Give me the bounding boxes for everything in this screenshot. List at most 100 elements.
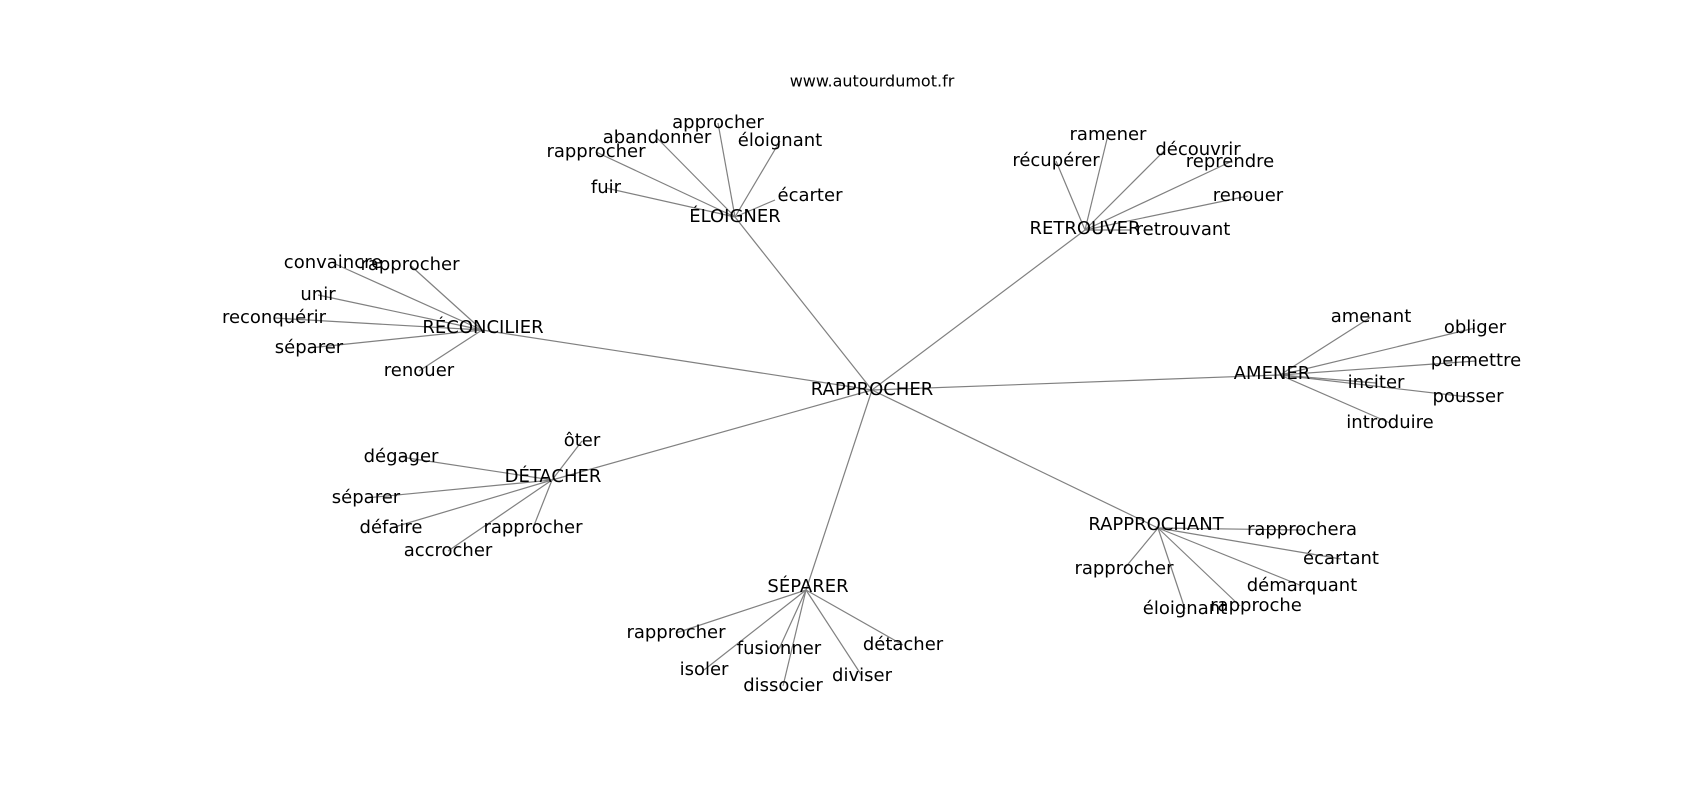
leaf-node-eloigner-approcher[interactable]: approcher [672, 112, 764, 133]
edge-retrouver-ramener [1084, 134, 1109, 231]
edge-rapprochant-rapprocher [1123, 527, 1159, 570]
edge-reconcilier-separer [308, 329, 483, 349]
edge-center-rapprochant [871, 389, 1159, 529]
edge-retrouver-renouer [1084, 195, 1249, 231]
edge-eloigner-ecarter [734, 199, 776, 218]
leaf-node-separer-dissocier[interactable]: dissocier [743, 675, 823, 696]
labels: www.autourdumot.fr RAPPROCHER ÉLOIGNER ap… [222, 72, 1521, 697]
group-node-retrouver[interactable]: RETROUVER [1030, 218, 1141, 239]
leaf-node-rapprochant-demarquant[interactable]: démarquant [1247, 575, 1357, 596]
leaf-node-reconcilier-convaincre[interactable]: convaincre [284, 252, 382, 273]
leaf-node-eloigner-ecarter[interactable]: écarter [778, 185, 844, 206]
leaf-node-amener-inciter[interactable]: inciter [1348, 372, 1405, 393]
edge-eloigner-eloignant [734, 140, 781, 218]
edge-eloigner-rapprocher [595, 151, 736, 218]
leaf-node-eloigner-fuir[interactable]: fuir [591, 177, 622, 198]
edge-detacher-accrocher [447, 479, 553, 552]
edge-separer-dissocier [782, 589, 807, 687]
edge-separer-diviser [805, 589, 863, 677]
edge-rapprochant-eloignant [1157, 527, 1186, 610]
edge-separer-rapprocher [675, 589, 807, 634]
edge-rapprochant-rapprochera [1157, 527, 1303, 531]
leaf-node-rapprochant-rapprochera[interactable]: rapprochera [1247, 519, 1357, 540]
edge-separer-detacher [805, 589, 904, 646]
edge-eloigner-approcher [717, 122, 736, 218]
edge-detacher-rapprocher [532, 479, 553, 529]
leaf-node-reconcilier-rapprocher[interactable]: rapprocher [360, 254, 460, 275]
leaf-node-detacher-degager[interactable]: dégager [364, 446, 439, 467]
leaf-node-detacher-accrocher[interactable]: accrocher [404, 540, 493, 561]
leaf-node-retrouver-retrouvant[interactable]: retrouvant [1136, 219, 1231, 240]
edge-eloigner-abandonner [656, 137, 736, 218]
edge-rapprochant-demarquant [1157, 527, 1303, 587]
leaf-node-separer-diviser[interactable]: diviser [832, 665, 893, 686]
leaf-node-retrouver-reprendre[interactable]: reprendre [1186, 151, 1275, 172]
leaf-node-rapprochant-rapprocher[interactable]: rapprocher [1074, 558, 1174, 579]
edge-amener-amenant [1279, 316, 1372, 376]
leaf-node-rapprochant-ecartant[interactable]: écartant [1303, 548, 1379, 569]
edge-center-separer [805, 389, 873, 591]
center-node: RAPPROCHER [811, 379, 933, 400]
edge-separer-isoler [703, 589, 807, 671]
leaf-node-rapprochant-eloignant[interactable]: éloignant [1143, 598, 1227, 619]
group-node-detacher[interactable]: DÉTACHER [505, 465, 602, 487]
leaf-node-eloigner-rapprocher[interactable]: rapprocher [546, 141, 646, 162]
edge-retrouver-recuperer [1055, 160, 1086, 231]
leaf-node-detacher-rapprocher[interactable]: rapprocher [483, 517, 583, 538]
leaf-node-rapprochant-rapproche[interactable]: rapproche [1210, 595, 1302, 616]
edge-reconcilier-reconquerir [273, 317, 483, 331]
edge-center-retrouver [871, 229, 1086, 391]
group-node-eloigner[interactable]: ÉLOIGNER [689, 205, 781, 227]
edge-detacher-oter [551, 440, 583, 481]
edge-amener-permettre [1279, 360, 1477, 376]
edge-rapprochant-ecartant [1157, 527, 1342, 560]
edge-separer-fusionner [778, 589, 807, 650]
edge-eloigner-fuir [605, 187, 736, 218]
edge-center-reconcilier [481, 329, 873, 391]
leaf-node-retrouver-decouvrir[interactable]: découvrir [1155, 139, 1241, 160]
leaf-node-detacher-defaire[interactable]: défaire [360, 517, 423, 538]
edge-center-detacher [551, 389, 873, 481]
edge-detacher-separer [365, 479, 553, 499]
group-node-rapprochant[interactable]: RAPPROCHANT [1088, 514, 1224, 535]
leaf-node-retrouver-renouer[interactable]: renouer [1213, 185, 1284, 206]
leaf-node-amener-obliger[interactable]: obliger [1444, 317, 1507, 338]
leaf-node-amener-permettre[interactable]: permettre [1431, 350, 1521, 371]
leaf-node-eloigner-eloignant[interactable]: éloignant [738, 130, 822, 151]
leaf-node-separer-rapprocher[interactable]: rapprocher [626, 622, 726, 643]
group-node-separer[interactable]: SÉPARER [767, 575, 848, 597]
leaf-node-detacher-separer[interactable]: séparer [332, 487, 401, 508]
leaf-node-reconcilier-reconquerir[interactable]: reconquérir [222, 307, 327, 328]
site-url[interactable]: www.autourdumot.fr [790, 72, 955, 91]
edge-reconcilier-renouer [418, 329, 483, 372]
leaf-node-retrouver-ramener[interactable]: ramener [1070, 124, 1148, 145]
leaf-node-retrouver-recuperer[interactable]: récupérer [1012, 150, 1100, 171]
leaf-node-reconcilier-renouer[interactable]: renouer [384, 360, 455, 381]
edge-reconcilier-unir [317, 294, 483, 331]
leaf-node-detacher-oter[interactable]: ôter [564, 430, 601, 451]
leaf-node-separer-fusionner[interactable]: fusionner [737, 638, 822, 659]
leaf-node-reconcilier-unir[interactable]: unir [300, 284, 336, 305]
edge-detacher-defaire [390, 479, 553, 529]
leaf-node-amener-introduire[interactable]: introduire [1346, 412, 1433, 433]
edge-rapprochant-rapproche [1157, 527, 1241, 607]
leaf-node-amener-amenant[interactable]: amenant [1331, 306, 1412, 327]
edge-center-amener [871, 374, 1281, 391]
group-node-reconcilier[interactable]: RÉCONCILIER [422, 316, 543, 338]
edge-center-eloigner [734, 216, 873, 391]
edge-amener-pousser [1279, 374, 1469, 398]
edge-reconcilier-rapprocher [409, 264, 483, 331]
edge-reconcilier-convaincre [332, 262, 483, 331]
leaf-node-amener-pousser[interactable]: pousser [1432, 386, 1504, 407]
edge-retrouver-reprendre [1084, 161, 1231, 231]
edge-amener-introduire [1279, 374, 1391, 424]
leaf-node-separer-isoler[interactable]: isoler [680, 659, 729, 680]
edge-amener-obliger [1279, 327, 1476, 376]
edge-detacher-degager [400, 456, 553, 481]
group-node-amener[interactable]: AMENER [1234, 363, 1311, 384]
edges [273, 122, 1477, 687]
leaf-node-separer-detacher[interactable]: détacher [863, 634, 944, 655]
leaf-node-reconcilier-separer[interactable]: séparer [275, 337, 344, 358]
leaf-node-eloigner-abandonner[interactable]: abandonner [603, 127, 712, 148]
